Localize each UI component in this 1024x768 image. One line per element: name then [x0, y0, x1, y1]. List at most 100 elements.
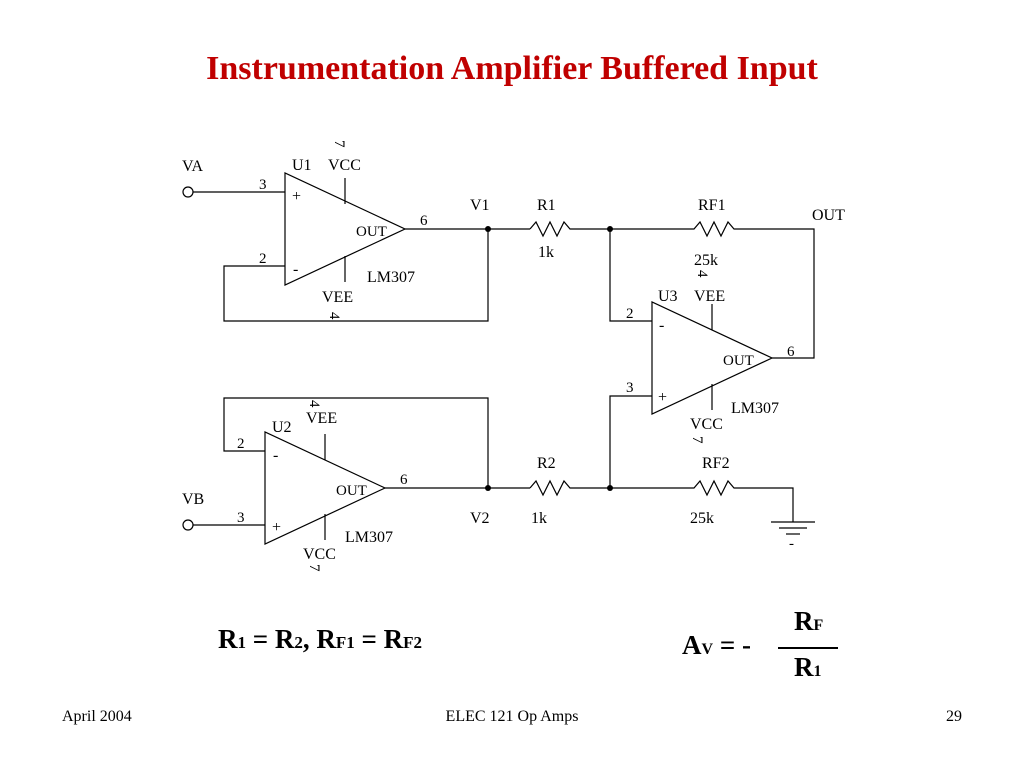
u1-plus-sign: + [292, 188, 301, 205]
gain-v-sub: V [701, 641, 714, 658]
gain-den-r: R [794, 652, 814, 682]
v1-node-dot [485, 226, 491, 232]
eq1-sub-2: 2 [294, 633, 303, 652]
u3-ref-label: U3 [658, 288, 678, 305]
eq1-r1: R [218, 624, 238, 654]
rf1-value-label: 25k [694, 252, 718, 269]
va-terminal [182, 186, 194, 198]
u2-part-label: LM307 [345, 529, 393, 546]
u2-pin2-label: 2 [237, 436, 245, 452]
r2-zigzag [529, 479, 610, 497]
r2-ref-label: R2 [537, 455, 556, 472]
u2-pin3-label: 3 [237, 510, 245, 526]
u3-vcc-label: VCC [690, 416, 723, 433]
u1-pin3-label: 3 [259, 177, 267, 193]
u1-vcc-label: VCC [328, 157, 361, 174]
u2-vcc-label: VCC [303, 546, 336, 563]
u1-pin2-label: 2 [259, 251, 267, 267]
r2-value-label: 1k [531, 510, 547, 527]
rf1-zigzag [610, 220, 815, 359]
u3-part-label: LM307 [731, 400, 779, 417]
u3-pin7-label: 7 [689, 436, 705, 444]
rf1-ref-label: RF1 [698, 197, 726, 214]
input-vb: VB 3 [182, 491, 265, 531]
u3-minus-wire [609, 229, 652, 322]
u3-vee-label: VEE [694, 288, 725, 305]
gain-minus: - [741, 630, 751, 660]
u3-pin3-label: 3 [626, 380, 634, 396]
u2-pin4-label: 4 [306, 400, 322, 408]
eq1-sub-f1: F1 [335, 633, 355, 652]
eq1-sub-1: 1 [237, 633, 247, 652]
u1-vee-label: VEE [322, 289, 353, 306]
u1-minus-sign: - [293, 261, 298, 278]
resistor-equality-equation: R1 = R2, RF1 = RF2 [218, 624, 422, 655]
u2-minus-sign: - [273, 447, 278, 464]
eq1-sub-f2: F2 [403, 633, 423, 652]
r1-zigzag [529, 220, 610, 238]
resistor-r1: R1 1k [529, 197, 613, 261]
u1-part-label: LM307 [367, 269, 415, 286]
gain-equation: AV = - RF R1 [682, 606, 852, 686]
u3-plus-sign: + [658, 389, 667, 406]
u1-pin6-label: 6 [420, 213, 428, 229]
gain-den-sub: 1 [813, 663, 822, 680]
rf2-value-label: 25k [690, 510, 714, 527]
u1-feedback: 2 6 V1 [223, 197, 530, 322]
fraction-bar [778, 647, 838, 649]
u1-out-label: OUT [356, 224, 387, 240]
input-va: VA 3 [182, 158, 285, 198]
u1-pin4-label: 4 [326, 312, 342, 320]
u2-pin6-label: 6 [400, 472, 408, 488]
u1-ref-label: U1 [292, 157, 312, 174]
out-label: OUT [812, 207, 845, 224]
gain-num-r: R [794, 606, 814, 636]
slide-title: Instrumentation Amplifier Buffered Input [206, 50, 818, 87]
eq1-rf1: R [316, 624, 336, 654]
ground-label: - [789, 536, 794, 552]
r1-value-label: 1k [538, 244, 554, 261]
circuit-schematic: + - OUT U1 VCC VEE LM307 7 4 - + OUT U2 … [182, 140, 845, 572]
footer-date: April 2004 [62, 708, 132, 725]
resistor-rf2: RF2 25k [610, 455, 794, 527]
ground-symbol: - [771, 521, 815, 552]
u2-plus-sign: + [272, 519, 281, 536]
resistor-r2: R2 1k [529, 455, 613, 527]
gain-num-sub: F [813, 617, 824, 634]
u1-pin7-label: 7 [331, 140, 347, 148]
u3-minus-sign: - [659, 317, 664, 334]
rf2-ref-label: RF2 [702, 455, 730, 472]
rf2-zigzag [610, 479, 794, 522]
gain-denominator: R1 [794, 652, 822, 683]
v1-label: V1 [470, 197, 490, 214]
eq1-r2: R [274, 624, 295, 654]
eq1-equals-2: = [354, 624, 384, 654]
u2-feedback-wire [223, 397, 489, 488]
opamp-u1: + - OUT U1 VCC VEE LM307 7 4 [284, 140, 415, 320]
va-label: VA [182, 158, 203, 175]
vb-terminal [182, 519, 194, 531]
resistor-rf1: RF1 25k OUT 6 [610, 197, 845, 360]
opamp-u3: - + OUT U3 VEE VCC LM307 4 7 [651, 270, 779, 444]
u2-out-label: OUT [336, 483, 367, 499]
footer-course: ELEC 121 Op Amps [445, 708, 579, 725]
v2-node-dot [485, 485, 491, 491]
u3-pin2-label: 2 [626, 306, 634, 322]
u3-plus-wire [609, 395, 652, 488]
eq1-equals-1: = [246, 624, 275, 654]
u3-pin4-label: 4 [694, 270, 710, 278]
eq1-comma: , [302, 624, 317, 654]
u2-feedback: 2 6 V2 [223, 397, 530, 527]
gain-numerator: RF [794, 606, 823, 637]
gain-equals: = [713, 630, 742, 660]
u1-feedback-wire [223, 229, 489, 322]
u2-pin7-label: 7 [306, 564, 322, 572]
r1-ref-label: R1 [537, 197, 556, 214]
vb-label: VB [182, 491, 204, 508]
u2-ref-label: U2 [272, 419, 292, 436]
u2-vee-label: VEE [306, 410, 337, 427]
u3-out-label: OUT [723, 353, 754, 369]
v2-label: V2 [470, 510, 490, 527]
opamp-u2: - + OUT U2 VEE VCC LM307 4 7 [264, 400, 393, 572]
gain-a: A [682, 630, 702, 660]
